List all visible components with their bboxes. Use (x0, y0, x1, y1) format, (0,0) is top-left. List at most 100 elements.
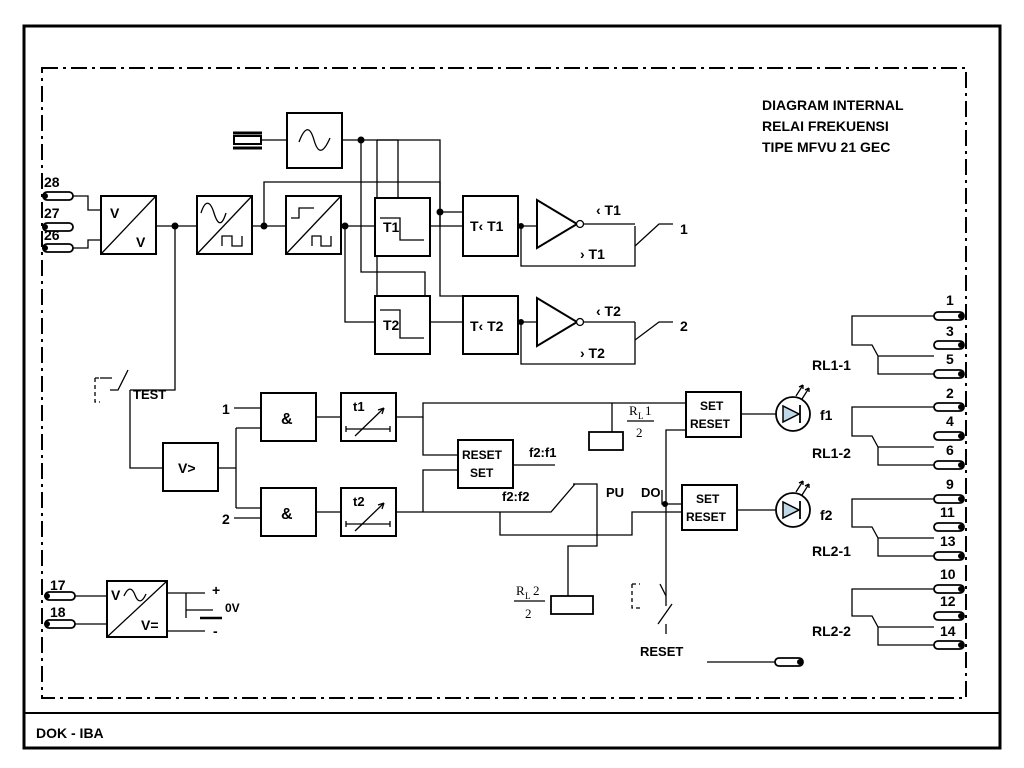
relay-rl2-2: 10 12 14 RL2-2 (812, 566, 965, 650)
compare-t2-block: T‹ T2 (462, 295, 519, 355)
junction-dot (518, 319, 524, 325)
svg-text:L: L (525, 591, 531, 601)
svg-text:t2: t2 (353, 494, 365, 509)
oscillator-block (286, 112, 343, 169)
svg-text:V: V (110, 205, 120, 221)
and-gate-1: & (260, 392, 317, 442)
comparator-1-triangle (536, 198, 585, 250)
svg-text:V>: V> (178, 460, 196, 476)
svg-text:28: 28 (44, 174, 60, 190)
svg-text:RL2-2: RL2-2 (812, 623, 851, 639)
and-gate-2: & (260, 487, 317, 537)
svg-text:SET: SET (696, 492, 720, 506)
svg-text:f2:f1: f2:f1 (529, 445, 556, 460)
reset-set-latch: RESET SET (457, 439, 514, 489)
svg-text:R: R (629, 403, 638, 418)
compare-t1-block: T‹ T1 (462, 195, 519, 257)
svg-text:2: 2 (525, 606, 532, 621)
svg-text:0V: 0V (225, 601, 240, 615)
aux-terminal-17: 17 (44, 577, 76, 601)
relay-rl1-1: 1 3 5 RL1-1 (812, 292, 965, 379)
set-reset-latch-2: SET RESET (681, 484, 738, 531)
svg-text:5: 5 (946, 351, 954, 367)
timer-t1-block: T1 (374, 197, 431, 257)
svg-text:2: 2 (946, 385, 954, 401)
svg-text:11: 11 (940, 504, 955, 520)
junction-dot (518, 223, 524, 229)
svg-text:‹ T1: ‹ T1 (596, 202, 621, 218)
input-terminal-27: 27 (42, 205, 74, 232)
svg-text:V: V (136, 234, 146, 250)
svg-text:12: 12 (940, 593, 956, 609)
reset-switch: RESET (631, 583, 683, 659)
svg-text:4: 4 (946, 413, 954, 429)
svg-text:T2: T2 (383, 317, 400, 333)
sine-to-square-block (196, 195, 253, 255)
svg-text:14: 14 (940, 623, 956, 639)
enclosure-border (41, 67, 967, 699)
led-f2-icon (775, 480, 811, 528)
adjustable-timer-t1: t1 (340, 392, 397, 442)
power-supply-block: V V= (106, 580, 168, 638)
svg-text:SET: SET (470, 466, 494, 480)
svg-text:&: & (281, 506, 293, 523)
svg-text:2: 2 (222, 511, 230, 527)
svg-text:18: 18 (50, 604, 66, 620)
svg-text:T‹ T1: T‹ T1 (470, 218, 504, 234)
svg-text:1: 1 (680, 221, 688, 237)
svg-text:13: 13 (940, 533, 956, 549)
svg-text:DIAGRAM INTERNAL: DIAGRAM INTERNAL (762, 97, 904, 113)
footer-label: DOK - IBA (36, 725, 104, 741)
svg-text:9: 9 (946, 476, 954, 492)
svg-text:2: 2 (636, 425, 643, 440)
svg-text:TEST: TEST (133, 387, 166, 402)
voltage-detector-block: V> (162, 442, 219, 492)
comparator-2-triangle (536, 296, 585, 348)
svg-text:17: 17 (50, 577, 66, 593)
svg-text:DO: DO (641, 485, 661, 500)
svg-text:RL2-1: RL2-1 (812, 543, 851, 559)
svg-text:26: 26 (44, 227, 60, 243)
reset-terminal (774, 657, 804, 667)
junction-dot (662, 501, 668, 507)
svg-text:1: 1 (645, 403, 652, 418)
crystal-icon (233, 131, 287, 150)
svg-text:SET: SET (700, 399, 724, 413)
aux-terminal-18: 18 (44, 604, 76, 629)
svg-text:› T1: › T1 (580, 246, 605, 262)
svg-text:-: - (213, 623, 218, 639)
svg-text:V=: V= (141, 617, 159, 633)
svg-text:T‹ T2: T‹ T2 (470, 318, 504, 334)
input-terminal-26: 26 (42, 227, 74, 253)
outer-frame (22, 24, 1002, 750)
svg-text:2: 2 (680, 318, 688, 334)
svg-text:f2:f2: f2:f2 (502, 489, 529, 504)
input-terminal-28: 28 (42, 174, 74, 201)
svg-text:t1: t1 (353, 399, 365, 414)
diagram-title: DIAGRAM INTERNAL RELAI FREKUENSI TIPE MF… (762, 97, 904, 155)
svg-text:RESET: RESET (690, 417, 731, 431)
square-to-pulse-block (285, 195, 342, 255)
relay-rl1-2: 2 4 6 RL1-2 (812, 385, 965, 470)
svg-text:f2: f2 (820, 507, 833, 523)
svg-text:› T2: › T2 (580, 345, 605, 361)
svg-text:6: 6 (946, 442, 954, 458)
timer-t2-block: T2 (374, 295, 431, 355)
svg-text:+: + (212, 582, 220, 598)
svg-text:RL1-1: RL1-1 (812, 357, 851, 373)
svg-text:f1: f1 (820, 407, 833, 423)
svg-text:RESET: RESET (686, 510, 727, 524)
svg-text:&: & (281, 411, 293, 428)
relay-rl2-1: 9 11 13 RL2-1 (812, 476, 965, 561)
svg-text:TIPE MFVU 21 GEC: TIPE MFVU 21 GEC (762, 139, 890, 155)
svg-text:RELAI FREKUENSI: RELAI FREKUENSI (762, 118, 889, 134)
svg-text:1: 1 (222, 401, 230, 417)
test-switch: TEST (94, 369, 166, 403)
svg-text:RL1-2: RL1-2 (812, 445, 851, 461)
svg-text:2: 2 (533, 583, 540, 598)
set-reset-latch-1: SET RESET (685, 391, 742, 438)
relay-coil-rl1: R L 1 2 (588, 403, 654, 451)
svg-text:T1: T1 (383, 219, 400, 235)
adjustable-timer-t2: t2 (340, 487, 397, 537)
